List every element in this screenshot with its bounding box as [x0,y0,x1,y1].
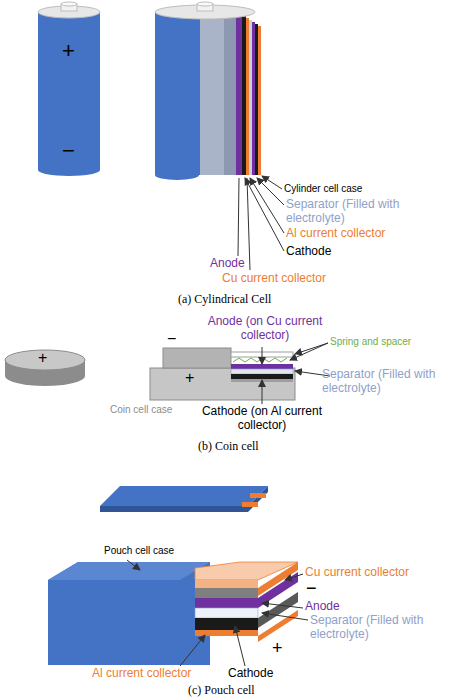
part-label: Cu current collector [222,272,326,286]
part-label: Cathode [228,667,273,681]
part-label: Separator (Filled with electrolyte) [310,614,458,642]
coin-cutaway [150,348,295,400]
figure-caption: (c) Pouch cell [188,684,255,698]
part-label: Anode (on Cu current collector) [200,315,330,343]
figure-caption: (b) Coin cell [198,440,259,454]
coin-cell [5,350,85,386]
terminal-sign: + [185,369,194,387]
part-label: Al current collector [92,667,191,681]
terminal-sign: − [306,578,317,599]
part-label: Al current collector [286,227,385,241]
cylinder-cell [38,2,100,176]
part-label: Anode [305,600,340,614]
leader-lines [238,176,284,270]
terminal-sign: + [38,349,47,367]
part-label: Cathode [286,245,331,259]
part-label: Spring and spacer [330,336,411,348]
pouch-cell [100,486,268,512]
terminal-sign: − [62,138,75,163]
part-label: Cathode (on Al current collector) [192,405,332,433]
part-label: Cu current collector [305,566,409,580]
part-label: Separator (Filled with electrolyte) [322,368,470,396]
cylinder-cutaway [155,2,261,180]
part-label: Separator (Filled with electrolyte) [286,198,434,226]
part-label: Pouch cell case [104,545,174,557]
leader-lines [262,343,330,404]
part-label: Cylinder cell case [284,183,362,195]
leader-lines [127,560,308,666]
pouch-cutaway [48,562,298,665]
part-label: Coin cell case [110,404,172,416]
terminal-sign: + [272,638,283,659]
terminal-sign: + [62,38,75,63]
terminal-sign: − [167,330,176,348]
part-label: Anode [210,257,245,271]
figure-caption: (a) Cylindrical Cell [178,293,271,307]
